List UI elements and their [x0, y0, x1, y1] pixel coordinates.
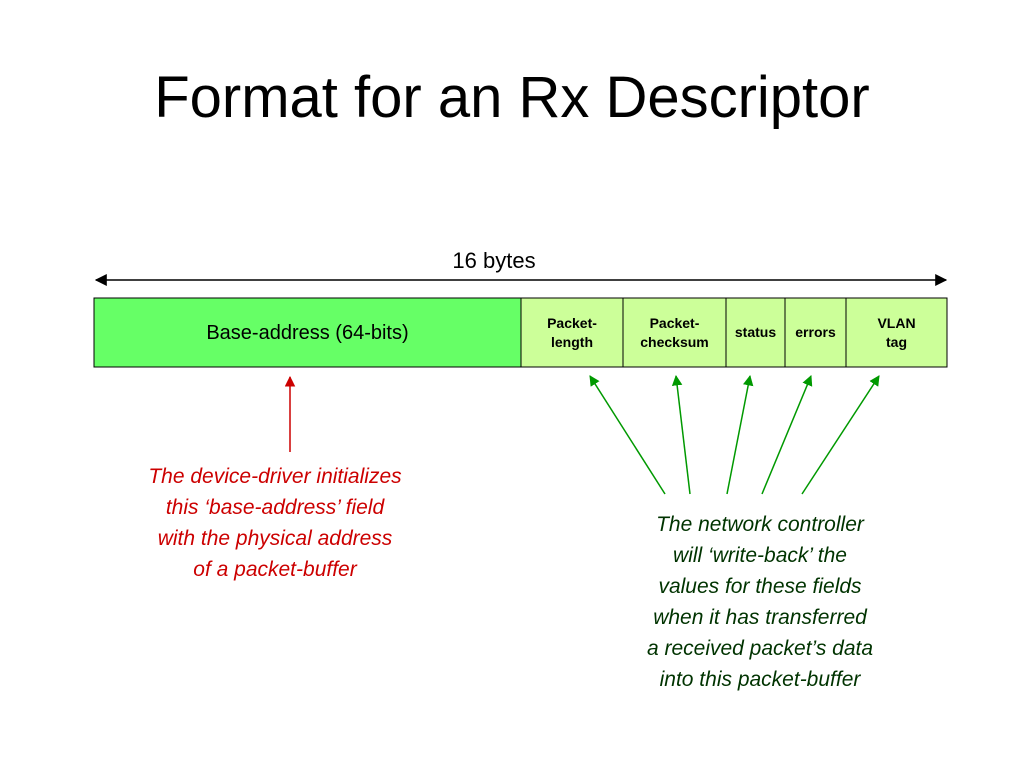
- field-box-status: [725, 297, 786, 368]
- writeback-arrow-vlan-tag: [801, 375, 880, 495]
- writeback-arrow-packet-checksum: [671, 374, 691, 495]
- field-packet-checksum: Packet- checksum: [640, 314, 709, 350]
- slide-title: Format for an Rx Descriptor: [154, 65, 870, 130]
- field-base-address: Base-address (64-bits): [206, 321, 409, 344]
- field-errors: errors: [795, 324, 836, 340]
- field-box-packet-length: [520, 297, 624, 368]
- controller-caption: The network controller will ‘write-back’…: [646, 513, 874, 691]
- field-box-vlan-tag: [845, 297, 948, 368]
- field-box-errors: [784, 297, 847, 368]
- field-vlan-tag: VLAN tag: [877, 314, 916, 350]
- writeback-arrow-status: [726, 374, 754, 495]
- field-box-packet-checksum: [622, 297, 727, 368]
- writeback-arrow-packet-length: [589, 375, 666, 495]
- field-status: status: [734, 324, 777, 340]
- writeback-arrow-errors: [761, 375, 813, 495]
- field-box-base-address: [93, 297, 522, 368]
- driver-caption: The device-driver initializes this ‘base…: [148, 465, 402, 581]
- field-packet-length: Packet- length: [547, 314, 597, 350]
- byte-span-label: 16 bytes: [452, 248, 536, 273]
